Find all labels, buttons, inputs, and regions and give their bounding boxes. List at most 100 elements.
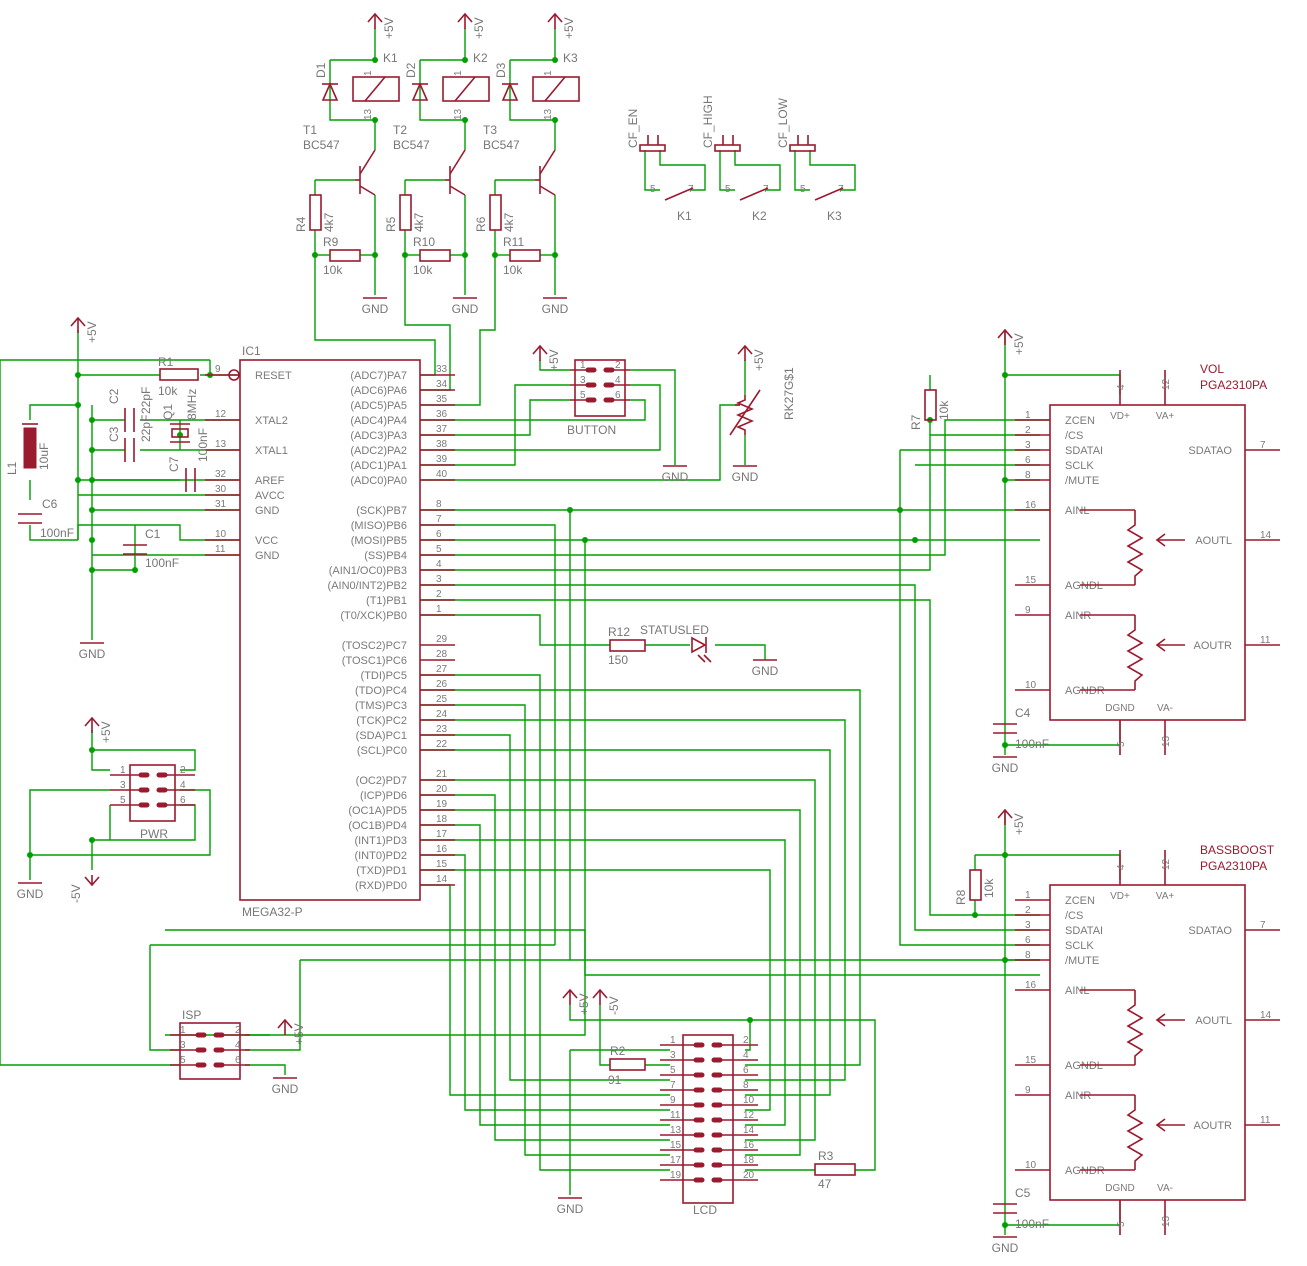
- isp-pin: 6: [235, 1055, 241, 1066]
- contact-relay: K1: [677, 209, 692, 223]
- pga-pin-name: VA+: [1156, 411, 1175, 422]
- c2-ref: C2: [107, 388, 121, 404]
- vcc-label: +5V: [472, 17, 486, 39]
- gnd-label: GND: [662, 470, 689, 484]
- vcc-label: +5V: [577, 993, 591, 1015]
- r3-value: 47: [818, 1177, 832, 1191]
- r12-value: 150: [608, 653, 628, 667]
- pga-pin-num: 15: [1025, 1055, 1037, 1066]
- c6-capacitor: C6 100nF: [18, 497, 74, 540]
- gnd-label: GND: [452, 302, 479, 316]
- pga-pin-num: 3: [1025, 440, 1031, 451]
- vcc-label: -5V: [607, 996, 621, 1015]
- pwr-pad: [156, 802, 168, 808]
- transistor-ref: T2: [393, 123, 407, 137]
- ic1-pin-name: RESET: [255, 370, 292, 382]
- ic1-pin-name: AVCC: [255, 490, 285, 502]
- ic1-pin-num: 36: [436, 409, 448, 420]
- gnd-symbol: GND: [557, 1197, 584, 1216]
- junctions: [27, 57, 1008, 1228]
- vcc-label: +5V: [85, 321, 99, 343]
- c5-ref: C5: [1015, 1186, 1031, 1200]
- isp-pin: 3: [180, 1040, 186, 1051]
- ic1-pin-num: 31: [215, 499, 227, 510]
- relay-ref: K3: [563, 51, 578, 65]
- gnd-symbol: GND: [752, 659, 779, 678]
- button-pad: [585, 382, 597, 388]
- pga-pin-num: 2: [1025, 905, 1031, 916]
- lcd-pin: 20: [743, 1170, 755, 1181]
- ic1-value: MEGA32-P: [242, 905, 303, 919]
- vcc-label: +5V: [99, 721, 113, 743]
- pga-pin-num: 10: [1025, 680, 1037, 691]
- pga-pin-num: 13: [1161, 1215, 1172, 1227]
- r7-ref: R7: [909, 414, 923, 430]
- ic1-pin-name: (OC1A)PD5: [348, 805, 407, 817]
- c3-value: 22pF: [139, 415, 153, 442]
- pga-pin-num: 11: [1260, 635, 1271, 646]
- pot-ref: RK27G$1: [782, 367, 796, 420]
- lcd-pin: 1: [670, 1035, 676, 1046]
- pga-bass-part: PGA2310PA: [1200, 859, 1267, 873]
- pga-vol: VOL PGA2310PA ZCEN1/CS2SDATAI3SCLK6/MUTE…: [1015, 362, 1280, 755]
- c4-value: 100nF: [1015, 737, 1049, 751]
- pga-pin-name: /CS: [1065, 430, 1083, 442]
- q1-value: 8MHz: [185, 389, 199, 420]
- gnd-label: GND: [557, 1202, 584, 1216]
- pga-pin-name: ZCEN: [1065, 895, 1095, 907]
- r1-value: 10k: [158, 384, 178, 398]
- c1-capacitor: C1 100nF: [123, 527, 179, 570]
- lcd-pad: [693, 1042, 705, 1048]
- pga-pin-name: AGNDR: [1065, 1165, 1105, 1177]
- vcc-symbol: +5V: [70, 316, 99, 343]
- lcd-pad: [711, 1177, 723, 1183]
- pot-rk27: RK27G$1: [729, 367, 796, 436]
- pwr-pad: [138, 787, 150, 793]
- vcc-symbol: +5V: [367, 12, 396, 39]
- gnd-label: GND: [362, 302, 389, 316]
- lcd-pad: [693, 1072, 705, 1078]
- ic1-right-pins: (ADC7)PA733(ADC6)PA634(ADC5)PA535(ADC4)P…: [328, 364, 455, 892]
- pwr-pin: 2: [180, 765, 186, 776]
- ic1-pin-num: 35: [436, 394, 448, 405]
- isp-pin: 1: [180, 1025, 186, 1036]
- pga-pin-num: 14: [1260, 1010, 1272, 1021]
- pga-pin-num: 5: [1116, 1221, 1127, 1227]
- lcd-pin: 8: [743, 1080, 749, 1091]
- ic1-pin-name: (MOSI)PB5: [351, 535, 407, 547]
- ic1-pin-num: 20: [436, 784, 448, 795]
- lcd-pin: 14: [743, 1125, 755, 1136]
- r1-resistor: R1 10k: [158, 355, 199, 398]
- button-pin: 4: [615, 375, 621, 386]
- pga-pin-name: VA+: [1156, 891, 1175, 902]
- lcd-pad: [711, 1162, 723, 1168]
- pga-pin-name: AGNDL: [1065, 580, 1103, 592]
- ic1-pin-name: AREF: [255, 475, 285, 487]
- pga-pin-name: VD+: [1110, 411, 1130, 422]
- ic1-pin-name: (ADC4)PA4: [350, 415, 407, 427]
- ic1-pin-num: 24: [436, 709, 448, 720]
- ic1-pin-num: 37: [436, 424, 448, 435]
- transistor-value: BC547: [483, 138, 520, 152]
- ic1-pin-num: 17: [436, 829, 448, 840]
- ic1-pin-num: 38: [436, 439, 448, 450]
- contact-name: CF_LOW: [776, 97, 790, 148]
- c4-ref: C4: [1015, 706, 1031, 720]
- pga-pin-num: 1: [1025, 890, 1031, 901]
- relay-pin-num: 13: [363, 108, 374, 120]
- ic1-pin-num: 30: [215, 484, 227, 495]
- ic1-pin-name: GND: [255, 505, 280, 517]
- rb-ref: R6: [474, 216, 488, 232]
- pga-pin-name: AINR: [1065, 1090, 1091, 1102]
- r7-value: 10k: [937, 400, 951, 420]
- ic1-pin-name: (ADC3)PA3: [350, 430, 407, 442]
- pga-pin-num: 8: [1025, 470, 1031, 481]
- ic1-pin-num: 22: [436, 739, 448, 750]
- ic1-pin-num: 15: [436, 859, 448, 870]
- ic1-pin-name: (ADC0)PA0: [350, 475, 407, 487]
- c7-value: 100nF: [196, 428, 210, 462]
- gnd-symbol: GND: [992, 1236, 1019, 1255]
